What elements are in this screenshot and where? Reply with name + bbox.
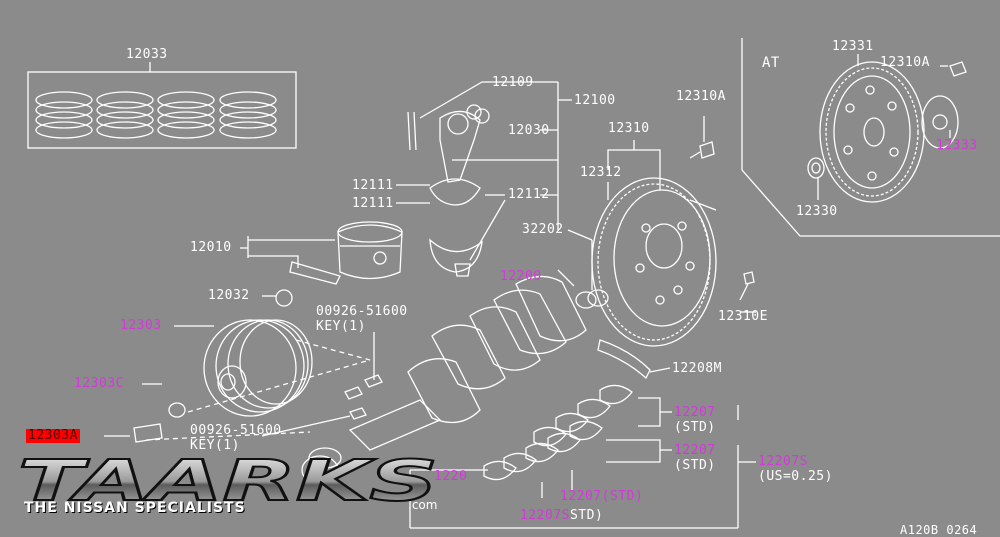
link-12207-a[interactable]: 12207 (674, 405, 716, 420)
label-12030: 12030 (508, 123, 550, 138)
label-12312: 12312 (580, 165, 622, 180)
label-12032: 12032 (208, 288, 250, 303)
link-12303[interactable]: 12303 (120, 318, 162, 333)
label-12033: 12033 (126, 47, 168, 62)
label-12112: 12112 (508, 187, 550, 202)
main-bearings-lower (483, 420, 603, 481)
label-key-b: KEY(1) (190, 438, 240, 453)
label-us025: (US=0.25) (758, 469, 833, 484)
piston-ring-box (27, 71, 297, 149)
link-12333[interactable]: 12333 (936, 138, 978, 153)
main-bearings-upper (533, 384, 633, 447)
label-12310a: 12310A (676, 89, 726, 104)
link-1220x[interactable]: 1220 (434, 469, 468, 484)
label-12010: 12010 (190, 240, 232, 255)
taarks-tagline: THE NISSAN SPECIALISTS (24, 500, 246, 516)
label-12310: 12310 (608, 121, 650, 136)
label-12310a-at: 12310A (880, 55, 930, 70)
link-12207s-std[interactable]: 12207SSTD) (520, 509, 603, 523)
piston (289, 221, 403, 285)
label-12331: 12331 (832, 39, 874, 54)
label-00926-b: 00926-51600 (190, 423, 282, 438)
link-12207s-std-suffix: STD) (569, 508, 604, 523)
crank-pulley (203, 319, 313, 417)
crankshaft (301, 275, 609, 485)
label-12208m: 12208M (672, 361, 722, 376)
diagram-code: A120B 0264 (900, 523, 978, 537)
taarks-logo: TAARKS (17, 452, 439, 512)
label-12109: 12109 (492, 75, 534, 90)
label-12310e: 12310E (718, 309, 768, 324)
drive-plate (819, 61, 925, 203)
link-12200[interactable]: 12200 (500, 269, 542, 284)
label-12330: 12330 (796, 204, 838, 219)
label-std-b: (STD) (674, 458, 716, 473)
label-12111-a: 12111 (352, 178, 394, 193)
label-key-a: KEY(1) (316, 319, 366, 334)
link-12207-std[interactable]: 12207(STD) (560, 489, 644, 504)
taarks-domain: .com (408, 498, 438, 512)
link-12207s[interactable]: 12207S (758, 454, 808, 469)
svg-text:TAARKS: TAARKS (18, 452, 438, 512)
label-at: AT (762, 55, 780, 71)
flywheel (591, 177, 717, 347)
label-00926-a: 00926-51600 (316, 304, 408, 319)
connecting-rod (407, 104, 490, 277)
link-12207s-std-part: 12207S (520, 508, 570, 523)
label-32202: 32202 (522, 222, 564, 237)
label-12100: 12100 (574, 93, 616, 108)
reinforcement-plate (921, 95, 959, 149)
link-12303c[interactable]: 12303C (74, 376, 124, 391)
link-12207-b[interactable]: 12207 (674, 443, 716, 458)
piston-rings (35, 91, 277, 139)
label-12111-b: 12111 (352, 196, 394, 211)
label-std-a: (STD) (674, 420, 716, 435)
link-12303a-highlighted[interactable]: 12303A (26, 428, 80, 443)
